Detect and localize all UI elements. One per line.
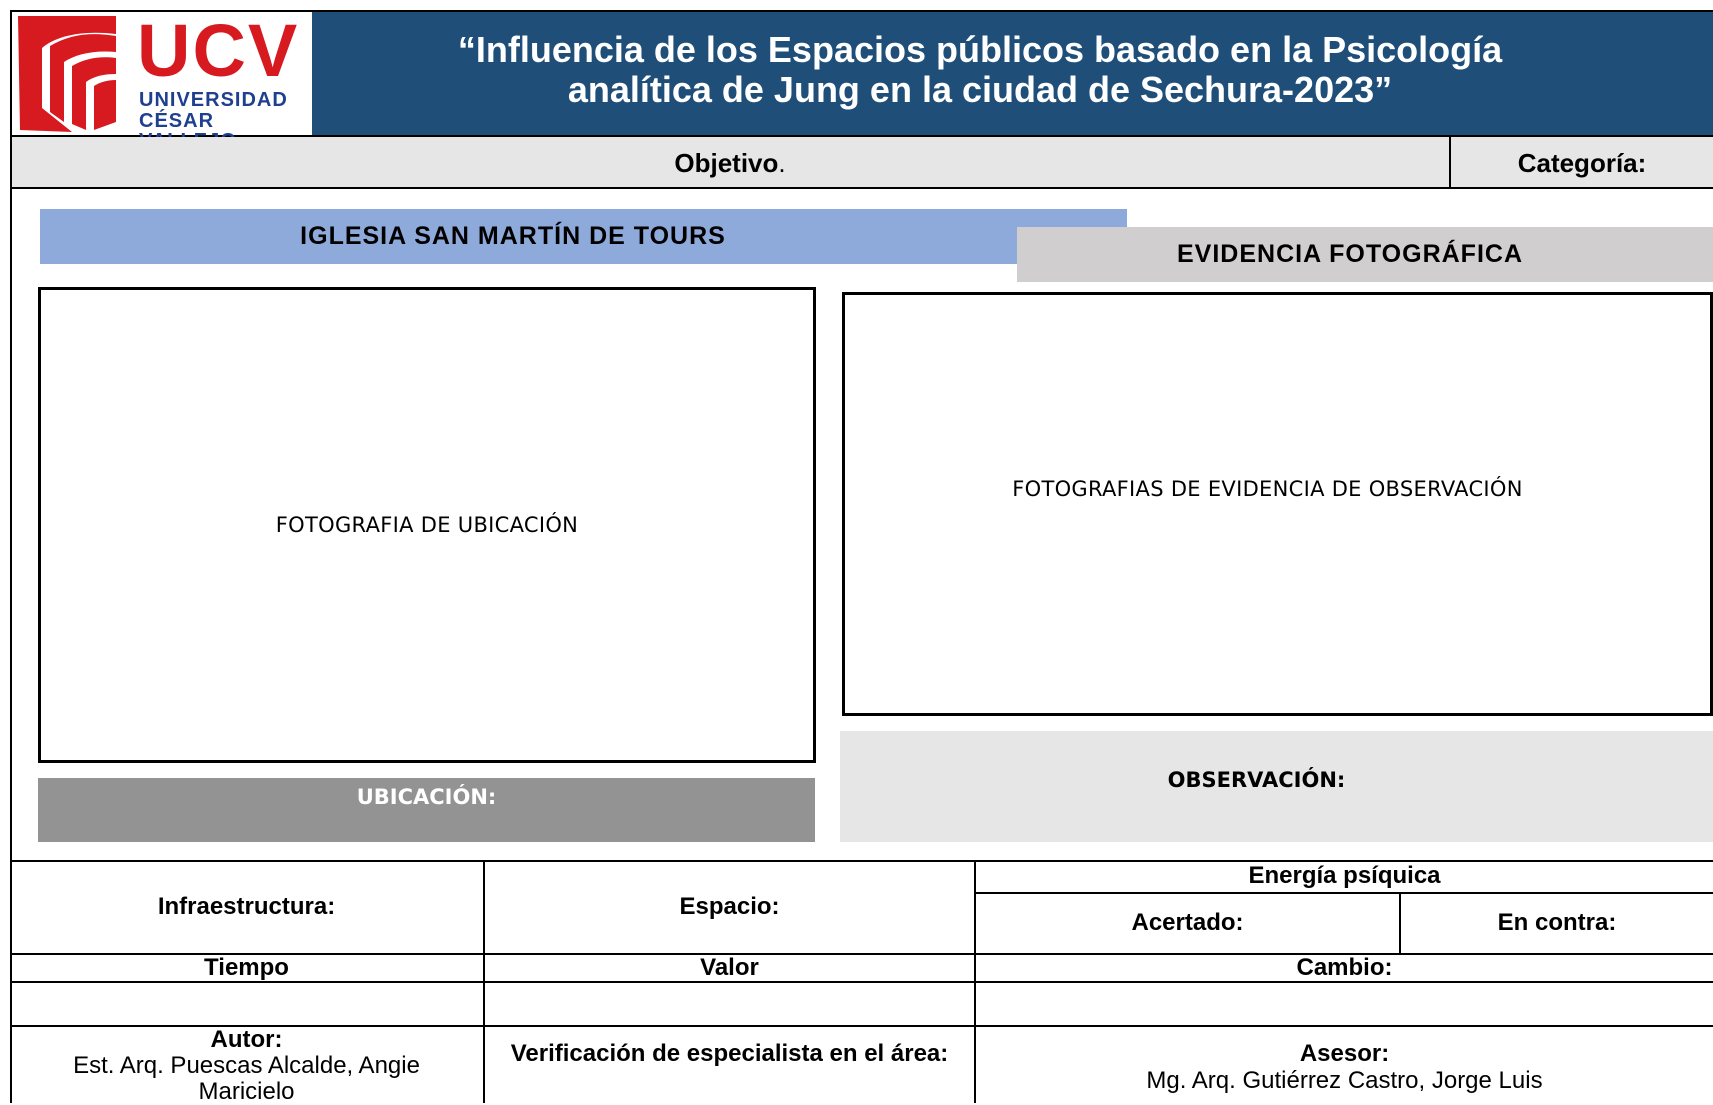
objective-text: Objetivo [674,148,779,178]
university-logo: UCV UNIVERSIDAD CÉSAR VALLEJO [12,9,312,151]
ucv-shield-icon [18,16,116,132]
author-name-line1: Est. Arq. Puescas Alcalde, Angie [73,1052,420,1079]
evidence-title-bar [1017,227,1713,282]
author-name-line2: Maricielo [198,1078,295,1105]
psychic-energy-label: Energía psíquica [1248,862,1441,889]
specialist-verification-label: Verificación de especialista en el área: [510,1040,949,1067]
title-line-1: “Influencia de los Espacios públicos bas… [457,29,1503,70]
space-label: Espacio: [679,893,780,920]
author-cell: Autor: Est. Arq. Puescas Alcalde, Angie … [10,1027,483,1105]
author-label: Autor: [210,1026,283,1053]
table-col2-border [974,860,976,1103]
advisor-name: Mg. Arq. Gutiérrez Castro, Jorge Luis [1146,1067,1543,1094]
advisor-label: Asesor: [1299,1040,1390,1067]
value-label: Valor [700,954,759,981]
category-label: Categoría: [1517,148,1647,178]
location-photo-frame: FOTOGRAFIA DE UBICACIÓN [38,287,816,763]
objective-divider [1449,137,1451,189]
ucv-wordmark: UCV [137,9,300,92]
advisor-cell: Asesor: Mg. Arq. Gutiérrez Castro, Jorge… [976,1040,1713,1094]
objective-row [10,137,1713,189]
table-top-border [10,860,1713,862]
time-label: Tiempo [204,954,289,981]
evidence-photo-placeholder: FOTOGRAFIAS DE EVIDENCIA DE OBSERVACIÓN [1012,477,1523,501]
evidence-title: EVIDENCIA FOTOGRÁFICA [1176,240,1523,268]
objective-label: Objetivo. [10,137,1450,189]
table-row4-border [10,1025,1713,1027]
university-name-line1: UNIVERSIDAD [139,89,288,111]
correct-label: Acertado: [1131,909,1244,936]
document-title: “Influencia de los Espacios públicos bas… [330,30,1630,110]
change-label: Cambio: [1296,954,1393,981]
table-col3-border [1399,892,1401,954]
location-label: UBICACIÓN: [38,778,815,842]
observation-label: OBSERVACIÓN: [840,731,1713,842]
table-row3-border [10,981,1713,983]
location-photo-placeholder: FOTOGRAFIA DE UBICACIÓN [275,513,579,537]
table-row2-border [10,953,1713,955]
church-title-bar [40,209,1127,264]
evidence-photo-frame: FOTOGRAFIAS DE EVIDENCIA DE OBSERVACIÓN [842,292,1713,716]
infrastructure-label: Infraestructura: [157,893,336,920]
against-label: En contra: [1497,909,1617,936]
church-title: IGLESIA SAN MARTÍN DE TOURS [300,222,726,250]
objective-suffix: . [778,148,786,178]
title-line-2: analítica de Jung en la ciudad de Sechur… [567,69,1393,110]
energy-subheader-border [975,892,1713,894]
table-col1-border [483,860,485,1103]
